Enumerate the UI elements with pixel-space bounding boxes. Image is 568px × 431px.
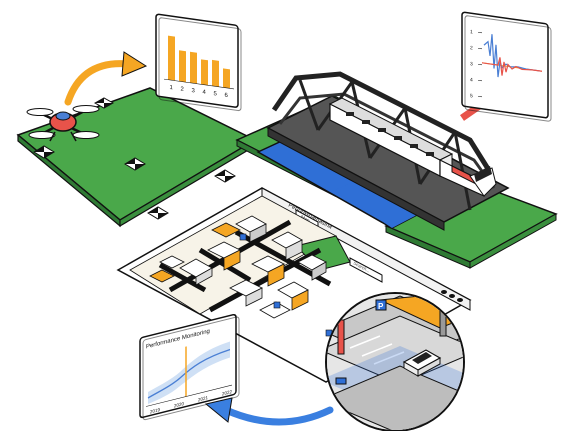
bar-2 <box>179 50 186 83</box>
performance-line <box>147 348 231 399</box>
bar-tick-label: 3 <box>192 88 196 95</box>
bar-1 <box>168 35 175 81</box>
bar-5 <box>212 59 219 87</box>
window-title-bar <box>261 187 471 311</box>
bar-tick-label: 4 <box>203 90 207 97</box>
signal-tick-label: 3 <box>470 61 473 67</box>
drone-icon <box>26 105 100 142</box>
signal-tick-label: 4 <box>470 77 473 83</box>
feedback-arrow <box>204 397 334 426</box>
ground-control-target-icon <box>33 97 236 220</box>
train-icon <box>328 97 497 197</box>
bar-tick-label: 5 <box>214 91 218 98</box>
signal-panel: 1 2 3 4 5 <box>461 11 552 122</box>
bridge-scene <box>235 71 558 269</box>
svg-text:P: P <box>378 302 384 311</box>
search-input[interactable] <box>349 257 383 283</box>
performance-x-tick: 2019 <box>150 407 160 415</box>
bar-3 <box>190 51 197 84</box>
drone-to-chart-arrow <box>64 60 132 106</box>
bar-tick-label: 2 <box>181 86 185 93</box>
signal-tick-label: 2 <box>470 45 473 51</box>
window-controls[interactable] <box>441 290 463 302</box>
minimize-button[interactable] <box>441 290 447 294</box>
maximize-button[interactable] <box>449 294 455 298</box>
bar-tick-label: 6 <box>225 93 229 100</box>
close-button[interactable] <box>457 298 463 302</box>
city-blocks <box>149 215 327 319</box>
performance-x-tick: 2021 <box>198 395 208 403</box>
signal-line-red <box>482 57 542 76</box>
parking-zoom-inset: P <box>325 292 465 431</box>
bar-6 <box>223 68 230 89</box>
signal-tick-label: 1 <box>470 29 473 35</box>
bar-tick-label: 1 <box>170 85 174 92</box>
signal-tick-label: 5 <box>470 93 473 99</box>
car-icon <box>402 349 442 377</box>
bridge-truss <box>271 71 493 174</box>
parking-sign-icon: P <box>375 299 387 311</box>
drone-field-group <box>16 51 257 228</box>
parking-level-stripe <box>378 295 463 329</box>
bar-4 <box>201 59 208 86</box>
performance-x-tick: 2022 <box>222 389 232 397</box>
performance-x-tick: 2020 <box>174 401 184 409</box>
